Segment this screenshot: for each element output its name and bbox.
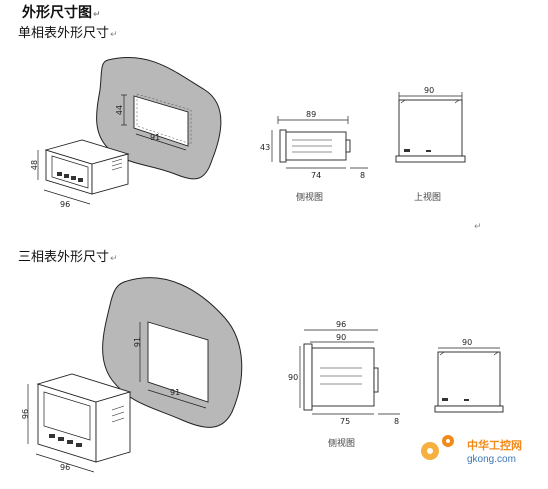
gkong-logo-icon	[421, 435, 454, 460]
cutout-width-label: 91	[150, 133, 160, 142]
top3-width-label: 90	[462, 338, 472, 347]
side3-back-label: 8	[394, 417, 399, 426]
side3-top-outer-label: 96	[336, 320, 346, 329]
single-phase-meter-drawing: 48 96	[30, 139, 130, 209]
cutout-height-label: 44	[115, 105, 124, 115]
side-view-caption: 侧视图	[296, 191, 323, 203]
top-view-caption: 上视图	[414, 191, 441, 203]
single-phase-panel-drawing: 44 91	[96, 57, 222, 180]
top-width-label: 90	[424, 86, 434, 95]
side-height-label: 43	[260, 143, 270, 152]
three-phase-side-view: 96 90 90 75 8 侧视图	[288, 320, 400, 449]
side-depth-label: 74	[311, 171, 321, 180]
page-title: 外形尺寸图↵	[22, 5, 101, 21]
meter-height-label: 48	[30, 160, 39, 170]
meter3-height-label: 96	[21, 409, 30, 419]
watermark-url: gkong.com	[467, 454, 516, 465]
three-phase-meter-drawing: 96 96	[21, 373, 132, 473]
side3-height-label: 90	[288, 373, 298, 382]
side-top-label: 89	[306, 110, 316, 119]
single-phase-side-view: 89 43 74 8 侧视图	[260, 110, 368, 203]
three-phase-panel-drawing: 91 91	[102, 277, 243, 428]
meter3-width-label: 96	[60, 463, 70, 472]
three-phase-top-view: 90	[434, 338, 504, 413]
single-phase-top-view: 90 上视图	[395, 86, 466, 203]
side3-top-inner-label: 90	[336, 333, 346, 342]
return-mark: ↵	[474, 222, 482, 232]
side3-view-caption: 侧视图	[328, 437, 355, 449]
watermark-brand: 中华工控网	[467, 439, 522, 452]
section-heading-single-phase: 单相表外形尺寸↵	[18, 26, 118, 41]
section-heading-three-phase: 三相表外形尺寸↵	[18, 250, 118, 265]
side3-depth-label: 75	[340, 417, 350, 426]
side-back-label: 8	[360, 171, 365, 180]
meter-width-label: 96	[60, 200, 70, 209]
cutout3-height-label: 91	[133, 337, 142, 347]
cutout3-width-label: 91	[170, 388, 180, 397]
